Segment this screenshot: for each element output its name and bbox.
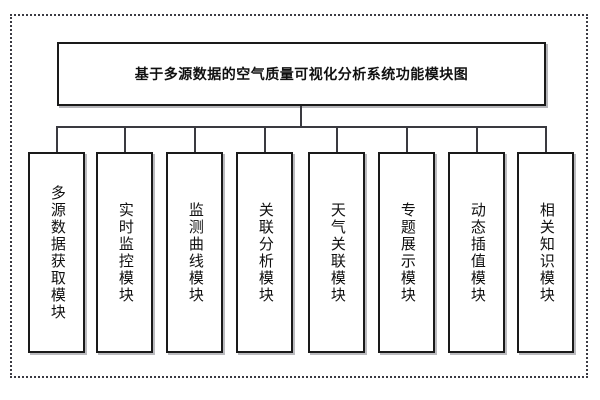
module-label-1: 多源数据获取模块 — [48, 184, 65, 321]
module-box-8[interactable]: 相关知识模块 — [517, 152, 574, 353]
module-label-8: 相关知识模块 — [537, 201, 554, 304]
connector-horizontal-bus — [56, 126, 546, 128]
connector-drop-4 — [264, 126, 266, 152]
connector-drop-2 — [124, 126, 126, 152]
module-label-7: 动态插值模块 — [468, 201, 485, 304]
root-node-title-box[interactable]: 基于多源数据的空气质量可视化分析系统功能模块图 — [57, 42, 546, 106]
page-title: 基于多源数据的空气质量可视化分析系统功能模块图 — [134, 68, 469, 83]
module-box-2[interactable]: 实时监控模块 — [96, 152, 153, 353]
module-label-5: 天气关联模块 — [328, 201, 345, 304]
module-box-6[interactable]: 专题展示模块 — [378, 152, 435, 353]
module-box-5[interactable]: 天气关联模块 — [308, 152, 365, 353]
connector-drop-8 — [545, 126, 547, 152]
module-label-4: 关联分析模块 — [256, 201, 273, 304]
module-box-4[interactable]: 关联分析模块 — [236, 152, 293, 353]
module-label-2: 实时监控模块 — [116, 201, 133, 304]
connector-drop-5 — [336, 126, 338, 152]
connector-drop-1 — [56, 126, 58, 152]
figure-dotted-border — [10, 14, 588, 378]
connector-drop-3 — [194, 126, 196, 152]
connector-root-stem — [300, 106, 302, 126]
module-label-3: 监测曲线模块 — [186, 201, 203, 304]
module-box-3[interactable]: 监测曲线模块 — [166, 152, 223, 353]
connector-drop-7 — [476, 126, 478, 152]
module-box-7[interactable]: 动态插值模块 — [448, 152, 505, 353]
module-box-1[interactable]: 多源数据获取模块 — [28, 152, 85, 353]
module-label-6: 专题展示模块 — [398, 201, 415, 304]
connector-drop-6 — [406, 126, 408, 152]
